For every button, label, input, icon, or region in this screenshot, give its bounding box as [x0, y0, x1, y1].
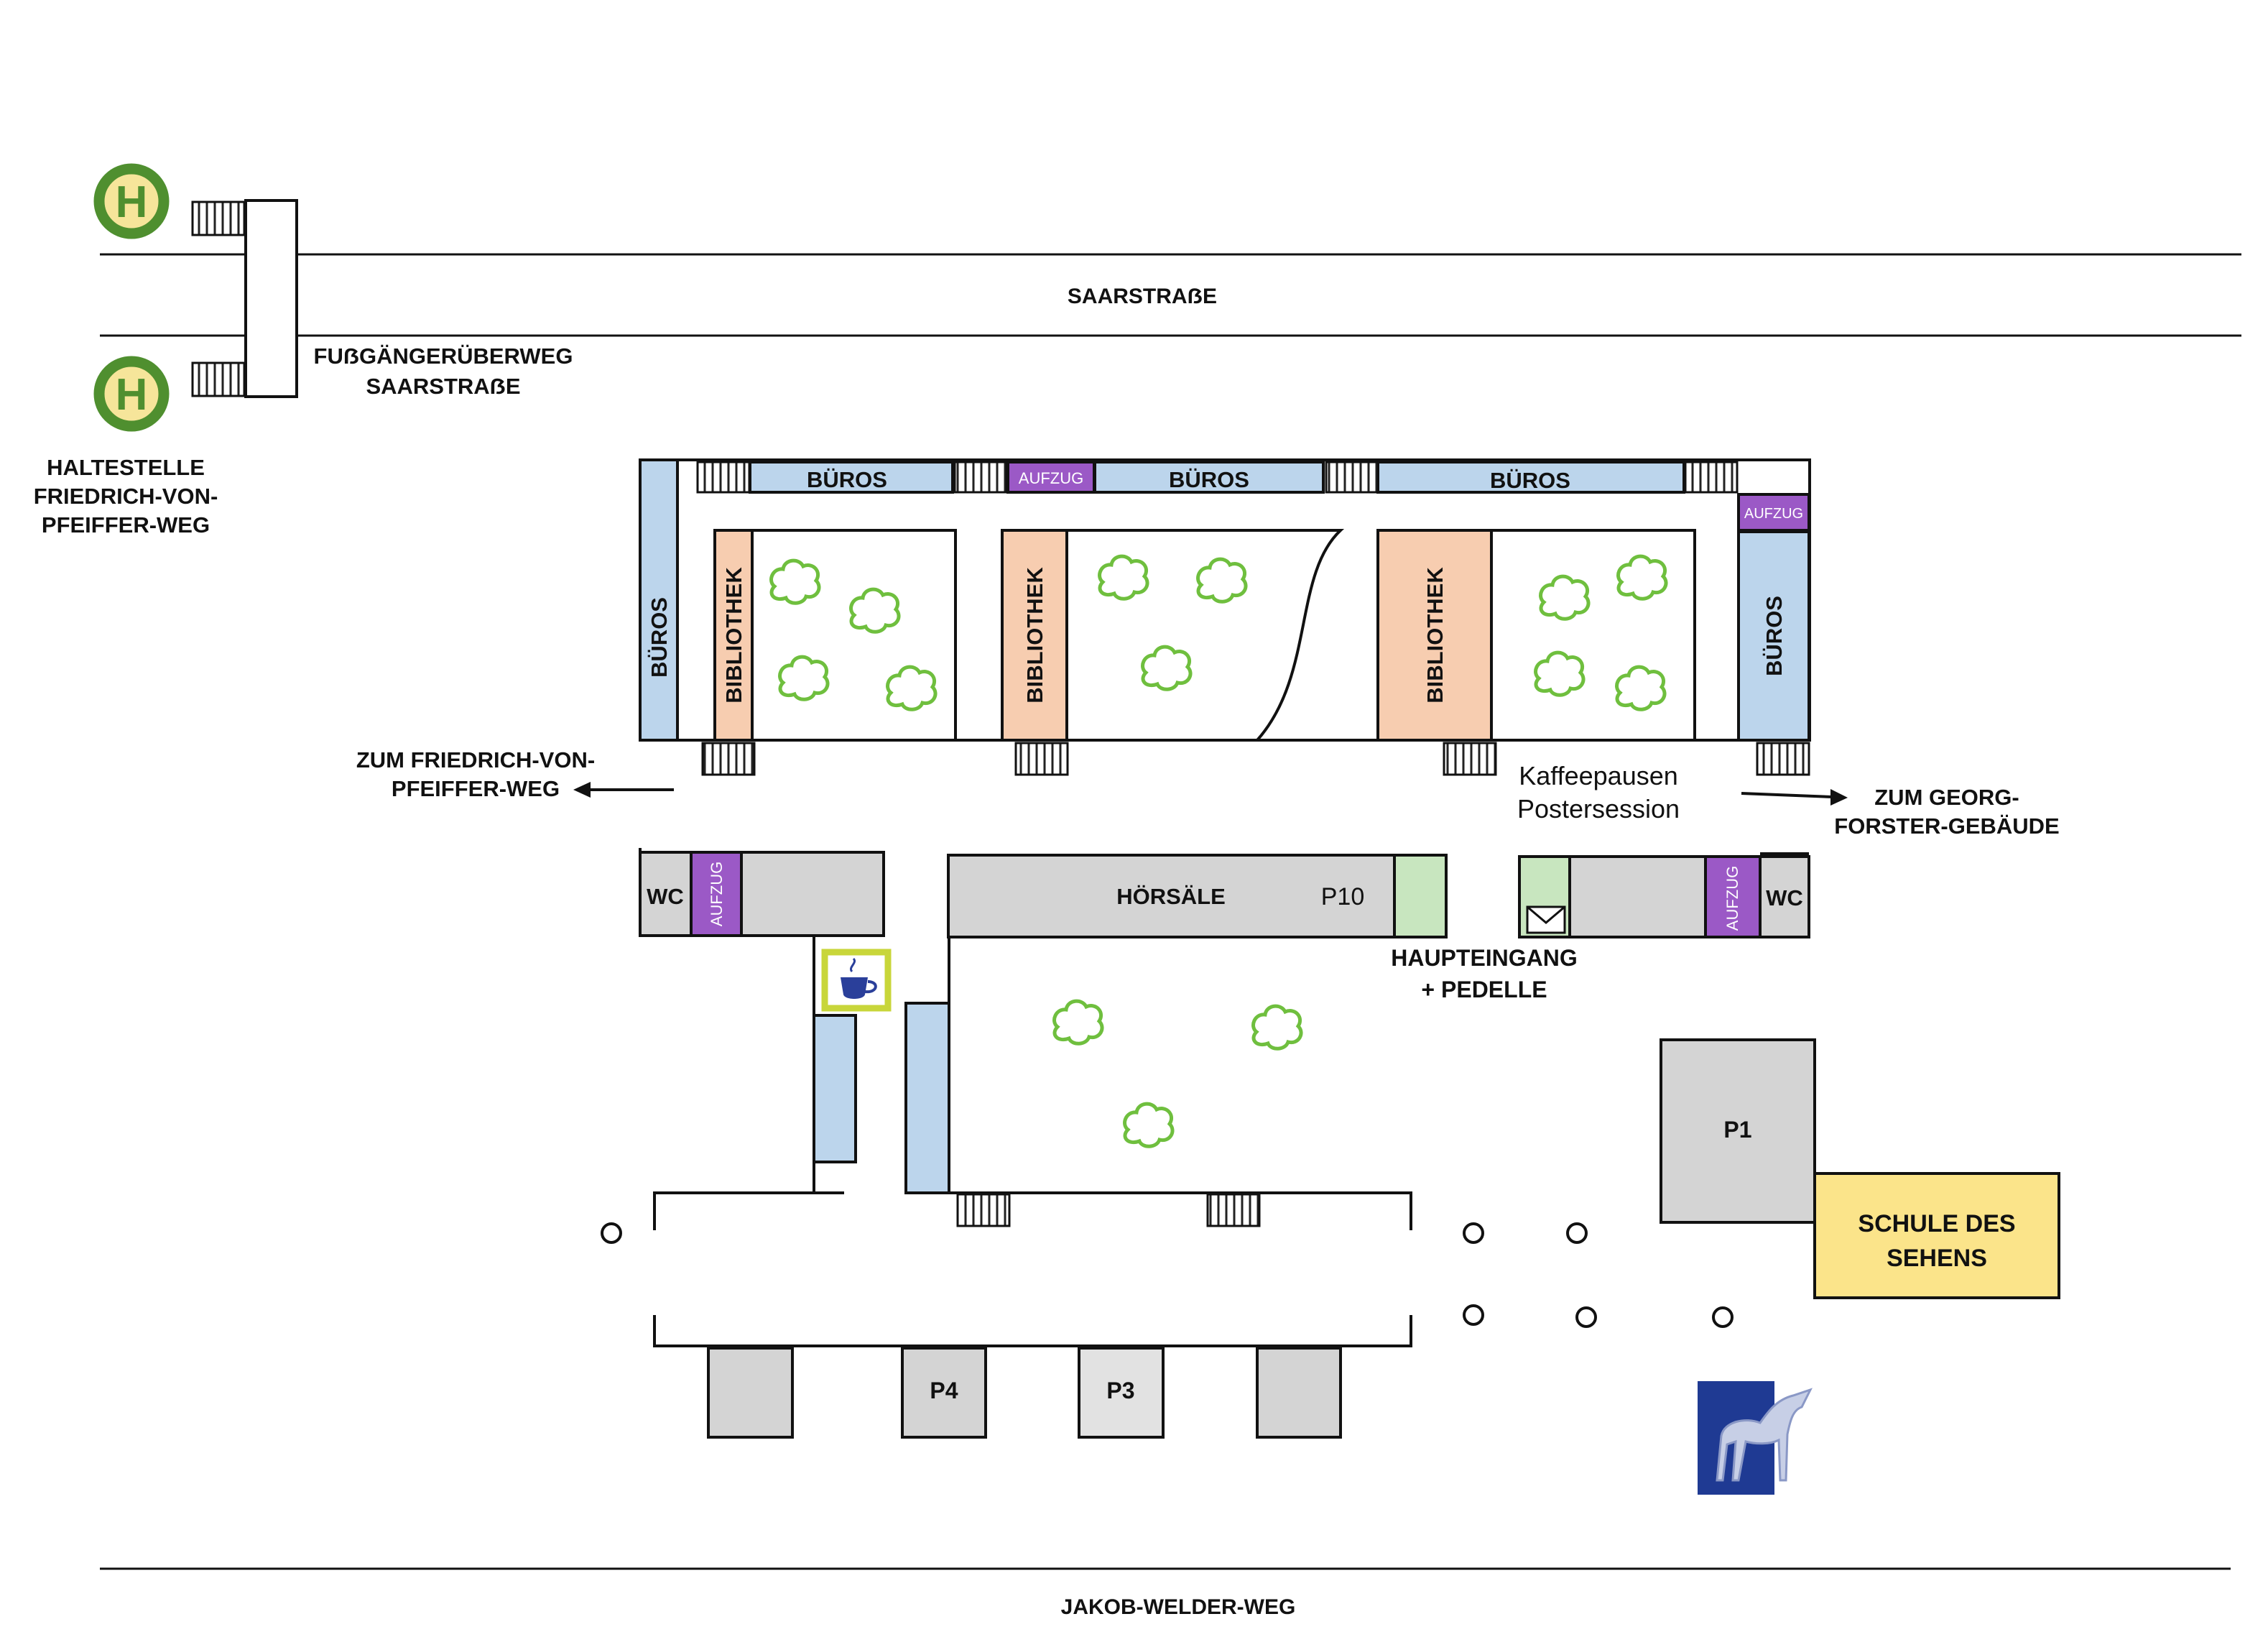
street-saarstrasse-label: SAARSTRAẞE [1068, 285, 1217, 308]
entrance-label-line2: + PEDELLE [1421, 977, 1547, 1002]
room-bueros-east [1737, 530, 1810, 742]
room-bibliothek-2 [1001, 529, 1068, 742]
pillar-icon [1575, 1306, 1597, 1328]
room-bueros-north-2 [1093, 461, 1325, 494]
pillar-icon [601, 1222, 622, 1244]
label-wc-west: WC [647, 884, 684, 909]
mail-envelope-icon[interactable] [1526, 905, 1566, 934]
stairs-icon [956, 1193, 1011, 1227]
room-bibliothek-1 [713, 529, 754, 742]
footbridge-label-line2: SAARSTRAẞE [366, 374, 520, 399]
label-p3: P3 [1106, 1378, 1134, 1403]
pillar-icon [1463, 1222, 1484, 1244]
direction-east-line2: FORSTER-GEBÄUDE [1834, 813, 2059, 839]
label-p4: P4 [930, 1378, 958, 1403]
saarstrasse-road [100, 253, 2241, 337]
street-jakob-welder-weg-label: JAKOB-WELDER-WEG [1061, 1595, 1296, 1619]
pavilion-4 [1256, 1347, 1342, 1439]
bus-stop-label-line1: HALTESTELLE [47, 455, 205, 480]
tree-icon [1254, 1006, 1302, 1048]
building-hoersaele [947, 854, 1448, 938]
label-wc-east: WC [1766, 885, 1803, 910]
coffee-cup-icon[interactable] [821, 949, 892, 1012]
bus-stop-icon[interactable]: H [93, 356, 170, 432]
room-bueros-west [639, 458, 679, 742]
room-aufzug-west [690, 851, 743, 937]
stairs-icon [191, 200, 246, 236]
label-p10: P10 [1321, 883, 1365, 910]
room-entrance-green [1393, 854, 1448, 938]
horse-logo-icon [1698, 1381, 1813, 1495]
stairs-icon [701, 742, 756, 776]
label-bueros-north-2: BÜROS [1169, 467, 1249, 492]
school-label-line1: SCHULE DES [1858, 1210, 2015, 1237]
pavilion-p4 [901, 1347, 987, 1439]
jakob-welder-weg-road [100, 1567, 2231, 1570]
label-aufzug-west: AUFZUG [708, 862, 726, 926]
event-kaffeepausen: Kaffeepausen [1519, 761, 1678, 790]
bus-stop-symbol-north: H [116, 177, 148, 227]
arrow-east [1741, 789, 1848, 806]
stairs-icon [1443, 742, 1497, 776]
room-grey-west [740, 851, 885, 937]
label-aufzug-northeast: AUFZUG [1744, 506, 1803, 522]
label-hoersaele: HÖRSÄLE [1116, 884, 1226, 909]
label-bibliothek-1: BIBLIOTHEK [721, 567, 746, 704]
stairs-icon [1325, 461, 1379, 494]
building-east-block [1518, 852, 1810, 938]
stairs-icon [696, 461, 751, 494]
pillar-icon [1712, 1306, 1734, 1328]
building-west-block [639, 848, 885, 937]
label-bibliothek-2: BIBLIOTHEK [1022, 567, 1047, 704]
tree-icon [1055, 1001, 1103, 1043]
label-bueros-west: BÜROS [647, 597, 672, 678]
label-bueros-north-3: BÜROS [1490, 468, 1570, 493]
school-label-line2: SEHENS [1887, 1245, 1987, 1272]
bus-stop-symbol-south: H [116, 370, 148, 420]
bus-stop-icon[interactable]: H [93, 163, 170, 239]
label-bueros-north-1: BÜROS [807, 467, 887, 492]
room-blue-corridor-1 [813, 1014, 857, 1163]
label-aufzug-north: AUFZUG [1019, 469, 1083, 487]
room-grey-east [1568, 855, 1707, 938]
stairs-icon [1684, 461, 1739, 494]
stairs-icon [1756, 742, 1810, 776]
building-p1 [1660, 1038, 1816, 1224]
stairs-icon [191, 361, 246, 397]
label-aufzug-east: AUFZUG [1723, 866, 1741, 931]
direction-west-line1: ZUM FRIEDRICH-VON- [356, 747, 595, 772]
pillar-icon [1566, 1222, 1588, 1244]
bus-stop-label-line2: FRIEDRICH-VON- [34, 484, 218, 509]
north-building [639, 458, 1811, 776]
room-aufzug-north [1006, 461, 1096, 494]
label-bueros-east: BÜROS [1762, 596, 1787, 676]
label-bibliothek-3: BIBLIOTHEK [1422, 567, 1448, 704]
stairs-icon [1206, 1193, 1261, 1227]
pillar-icon [1463, 1304, 1484, 1326]
footbridge [191, 199, 298, 398]
stairs-icon [1014, 742, 1069, 776]
room-wc-east [1759, 855, 1810, 938]
pavilion-1 [707, 1347, 794, 1439]
direction-east-line1: ZUM GEORG- [1874, 785, 2019, 810]
room-bibliothek-3 [1376, 529, 1493, 742]
direction-west-line2: PFEIFFER-WEG [392, 776, 560, 801]
entrance-label-line1: HAUPTEINGANG [1391, 945, 1578, 971]
south-courtyard [653, 936, 1412, 1347]
label-p1: P1 [1723, 1117, 1751, 1143]
arrow-west [573, 782, 674, 798]
event-postersession: Postersession [1517, 794, 1680, 824]
building-schule-des-sehens [1813, 1172, 2060, 1299]
footbridge-label-line1: FUẞGÄNGERÜBERWEG [314, 343, 573, 369]
room-hoersaele [947, 854, 1396, 938]
room-aufzug-northeast [1737, 493, 1810, 532]
tree-icon [1125, 1104, 1173, 1146]
room-wc-west [639, 851, 693, 937]
stairs-icon [953, 461, 1008, 494]
pavilion-p3 [1078, 1347, 1165, 1439]
room-blue-corridor-2 [904, 1002, 950, 1194]
bus-stop-label-line3: PFEIFFER-WEG [42, 512, 210, 538]
room-bueros-north-1 [749, 461, 954, 494]
